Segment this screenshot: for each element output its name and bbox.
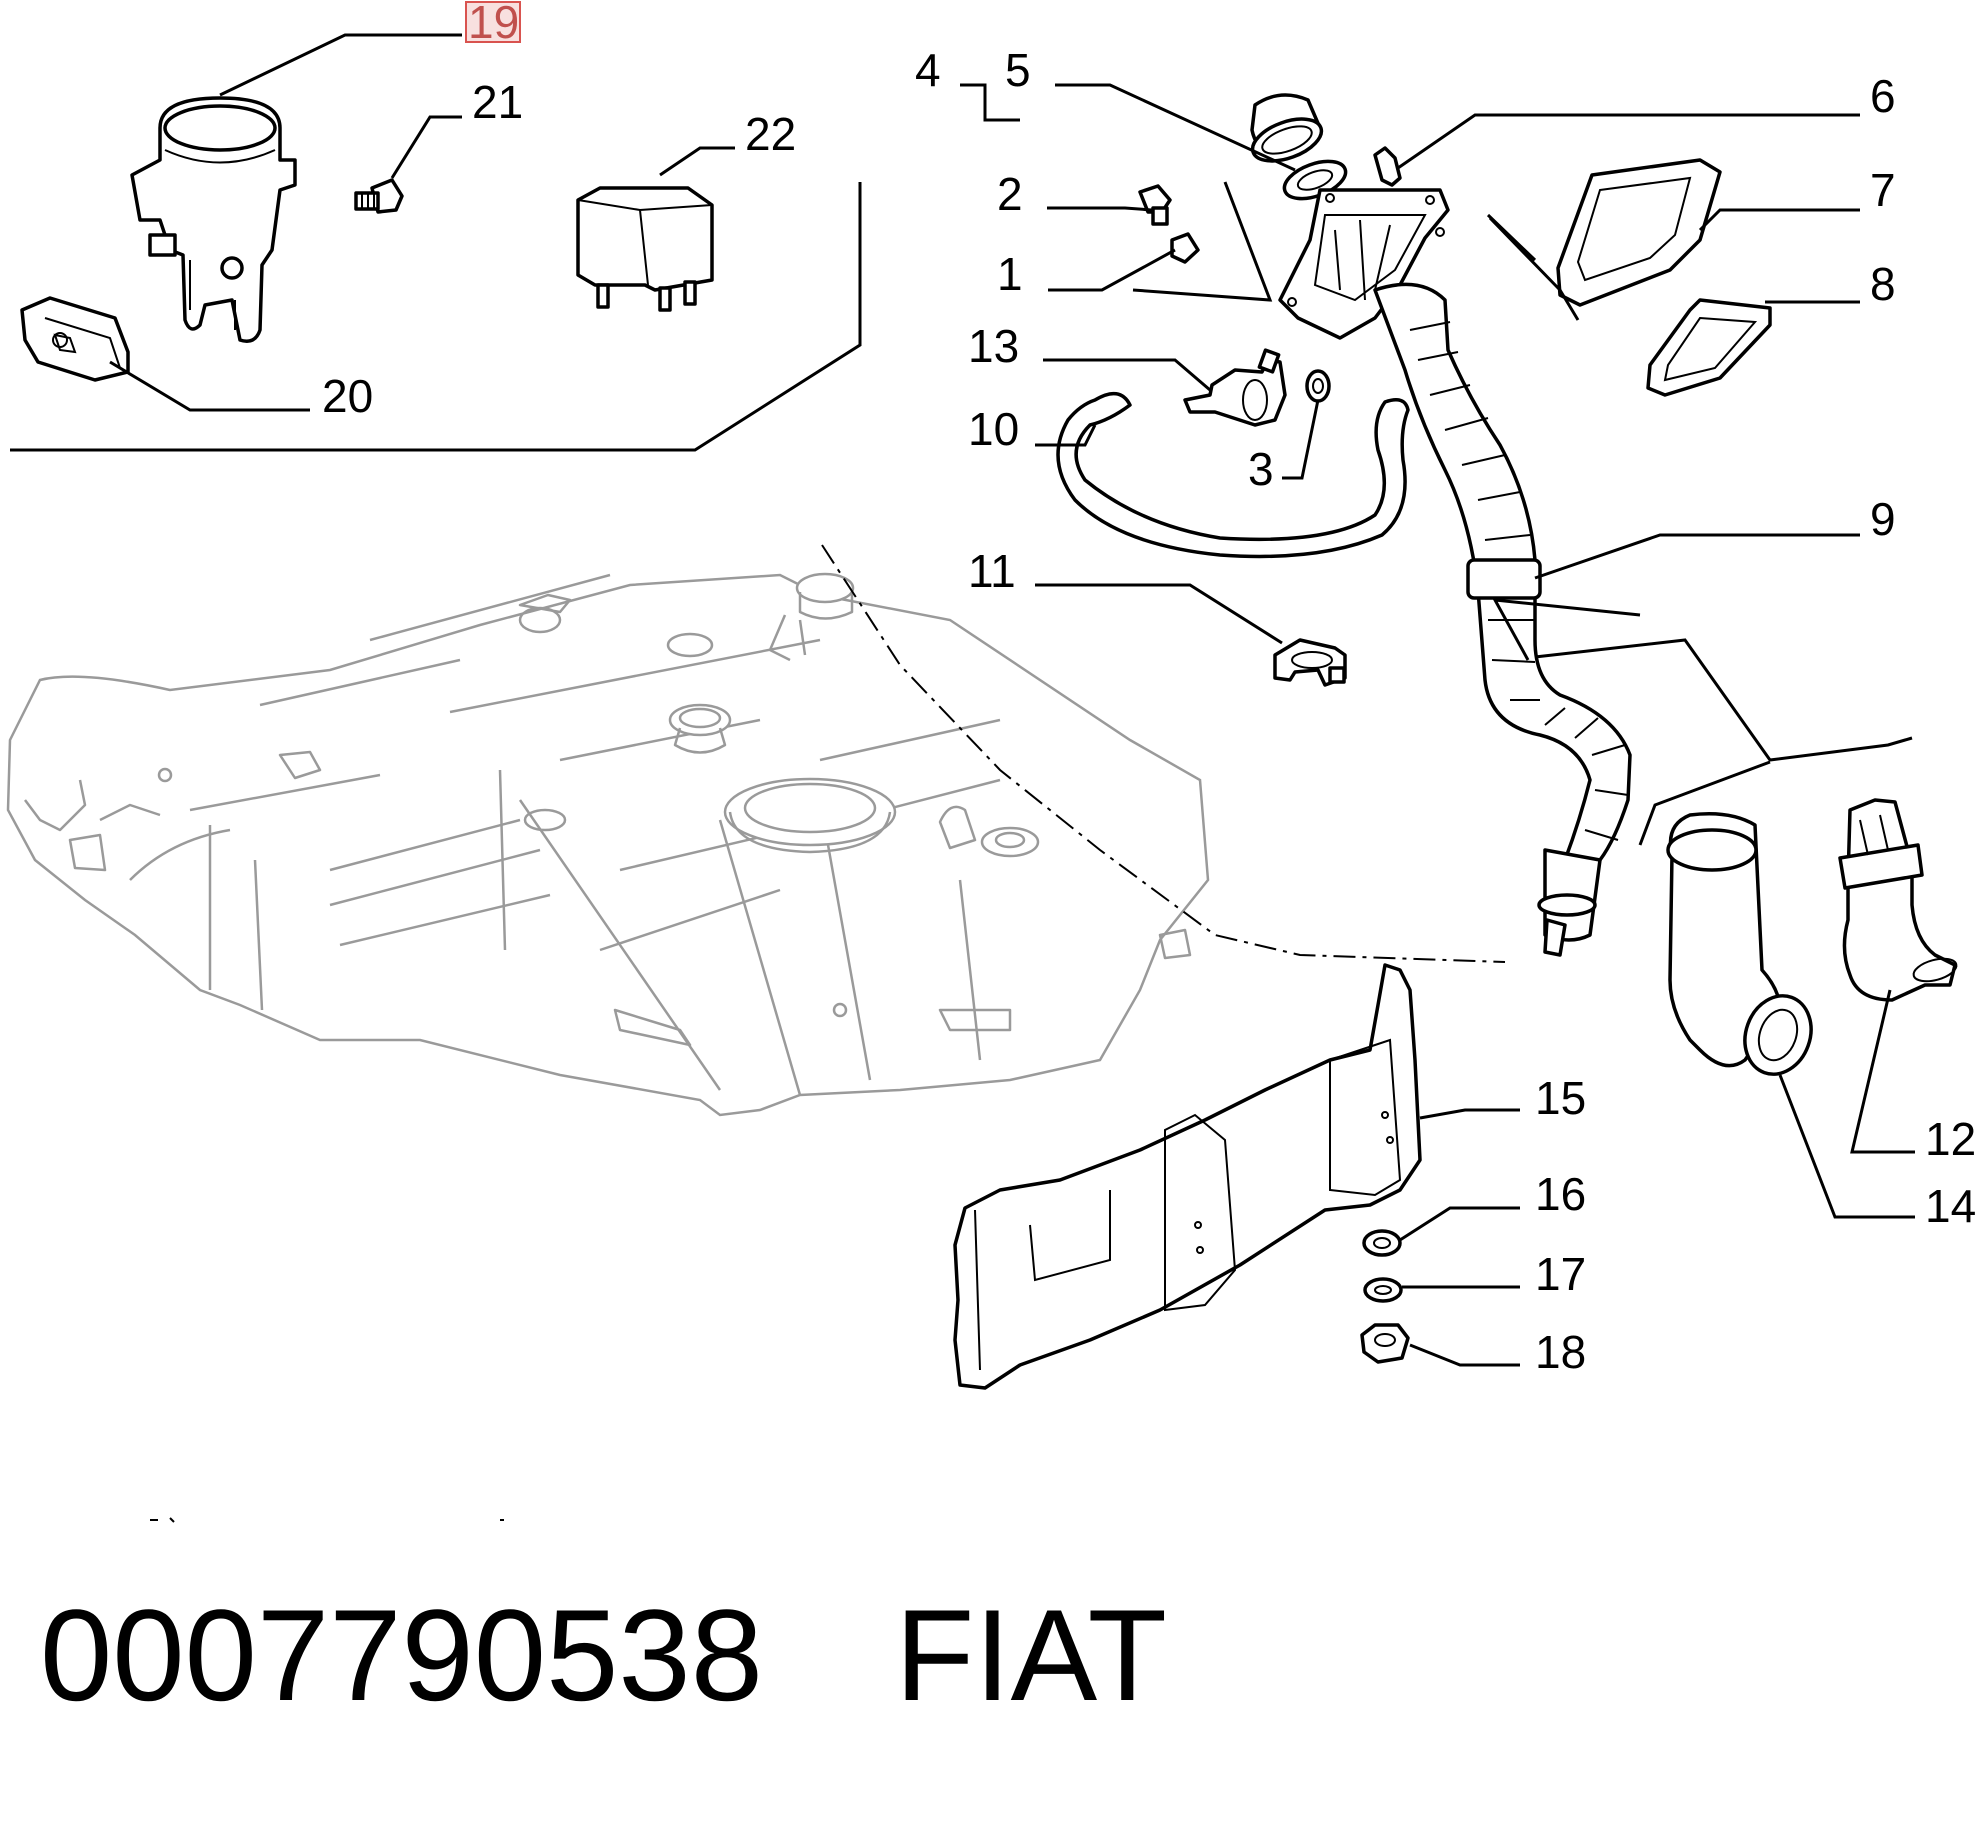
- part-22-relay: [576, 186, 714, 312]
- part-8-gasket: [1646, 298, 1772, 397]
- callout-14[interactable]: 14: [1925, 1180, 1976, 1232]
- assembly-outline-left: [1132, 181, 1273, 302]
- callout-20[interactable]: 20: [322, 370, 373, 422]
- part-13-vent-valve: [1183, 348, 1287, 427]
- callout-22[interactable]: 22: [745, 108, 796, 160]
- hose-outline-2: [1492, 598, 1641, 661]
- callout-16[interactable]: 16: [1535, 1168, 1586, 1220]
- callout-21[interactable]: 21: [472, 76, 523, 128]
- assembly-outline-right: [1486, 213, 1580, 321]
- part-15-shield: [953, 963, 1422, 1390]
- part-1-clip: [1170, 232, 1200, 264]
- part-number: 0007790538: [40, 1582, 763, 1728]
- part-20-bracket: [20, 296, 130, 382]
- part-9-filler-hose: [1373, 282, 1632, 957]
- part-16-spring-washer: [1362, 1229, 1402, 1257]
- part-18-nut: [1360, 1323, 1410, 1364]
- brand-name: FIAT: [895, 1582, 1167, 1728]
- alignment-line: [821, 544, 1506, 963]
- inset-border: [10, 182, 862, 452]
- part-10-vent-hose: [1056, 391, 1410, 559]
- part-7-gasket: [1556, 158, 1722, 307]
- callout-2[interactable]: 2: [997, 168, 1023, 220]
- callout-6[interactable]: 6: [1870, 70, 1896, 122]
- part-3-washer: [1305, 369, 1331, 403]
- callout-15[interactable]: 15: [1535, 1072, 1586, 1124]
- callout-7[interactable]: 7: [1870, 164, 1896, 216]
- part-19-actuator: [130, 96, 297, 343]
- part-4-filler-cap: [1250, 93, 1324, 163]
- callout-4[interactable]: 4: [915, 44, 941, 96]
- hose-outline: [1534, 638, 1913, 762]
- callout-13[interactable]: 13: [968, 320, 1019, 372]
- callout-12[interactable]: 12: [1925, 1113, 1976, 1165]
- callout-11[interactable]: 11: [968, 545, 1016, 597]
- part-17-flat-washer: [1363, 1277, 1403, 1303]
- callout-19-highlight: [465, 1, 521, 43]
- part-11-clamp: [1273, 638, 1347, 687]
- scan-speck: [150, 1517, 504, 1523]
- filler-neck-housing: [1278, 188, 1450, 340]
- part-14-elbow-hose: [1666, 812, 1813, 1076]
- callout-17[interactable]: 17: [1535, 1248, 1586, 1300]
- callout-1[interactable]: 1: [997, 248, 1023, 300]
- callout-5[interactable]: 5: [1005, 44, 1031, 96]
- leader-lines: [109, 33, 1915, 1367]
- callout-3[interactable]: 3: [1248, 443, 1274, 495]
- part-21-screw: [354, 178, 404, 214]
- fuel-tank-ghost: [6, 572, 1210, 1117]
- part-12-duct: [1838, 798, 1958, 1002]
- duct-outline: [1638, 760, 1771, 846]
- part-6-valve: [1373, 146, 1402, 187]
- part-2-bolt: [1138, 184, 1172, 226]
- callout-19[interactable]: 19: [468, 0, 519, 48]
- callout-10[interactable]: 10: [968, 403, 1019, 455]
- callout-8[interactable]: 8: [1870, 258, 1896, 310]
- callout-18[interactable]: 18: [1535, 1326, 1586, 1378]
- callout-9[interactable]: 9: [1870, 493, 1896, 545]
